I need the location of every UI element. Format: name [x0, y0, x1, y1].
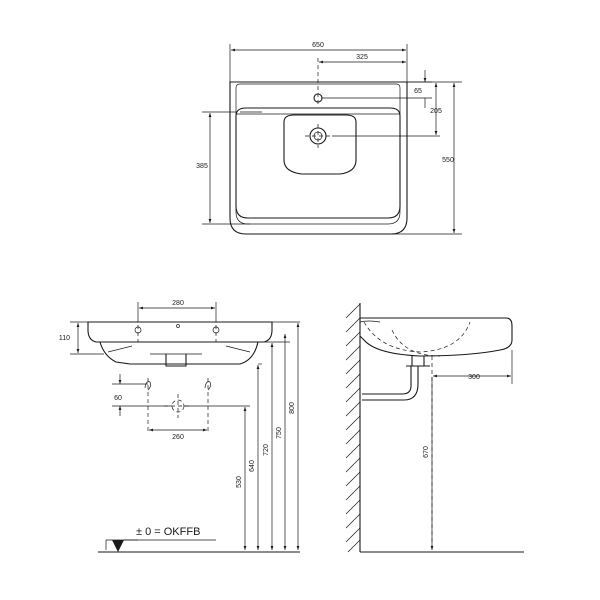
basin-bowl-top: [235, 107, 401, 219]
dim-rim-height: 110: [59, 335, 70, 342]
dim-h750: 750: [276, 427, 283, 439]
basin-front-rim: [87, 321, 273, 343]
dim-h530: 530: [236, 476, 243, 488]
dim-drain-height: 60: [114, 395, 122, 402]
dim-tap-offset: 65: [414, 88, 422, 95]
siphon-front: [165, 354, 187, 367]
dim-h640: 640: [249, 460, 256, 472]
floor-reference-label: ± 0 = OKFFB: [136, 526, 200, 538]
floor-reference-marker: [112, 540, 124, 552]
waste-fitting-left: [144, 378, 152, 432]
dim-h720: 720: [263, 444, 270, 456]
basin-side-profile: [359, 317, 513, 357]
dim-waste-spacing: 260: [172, 434, 184, 441]
top-view: 650 325 65 205 550 385: [196, 42, 462, 235]
dim-bowl-depth: 385: [196, 163, 208, 170]
overflow-shape: [283, 114, 357, 175]
dim-side-height: 670: [423, 446, 430, 458]
dim-tap-spacing: 280: [172, 300, 184, 307]
basin-outline-top: [229, 81, 408, 235]
dim-half-width: 325: [356, 54, 368, 61]
dim-projection: 300: [468, 374, 480, 381]
siphon-side: [362, 356, 430, 401]
wall-hatching: [345, 303, 361, 553]
dim-h800: 800: [289, 402, 296, 414]
dim-width: 650: [312, 42, 324, 49]
dim-drain-offset: 205: [430, 108, 442, 115]
basin-front-body: [99, 341, 259, 365]
waste-fitting-right: [204, 378, 212, 432]
basin-inner-rim: [235, 83, 401, 225]
side-view: 300 670: [345, 303, 524, 553]
dim-depth: 550: [442, 157, 454, 164]
front-view: 280 110 60 260 530 640 720 750 800 ±: [59, 300, 300, 553]
